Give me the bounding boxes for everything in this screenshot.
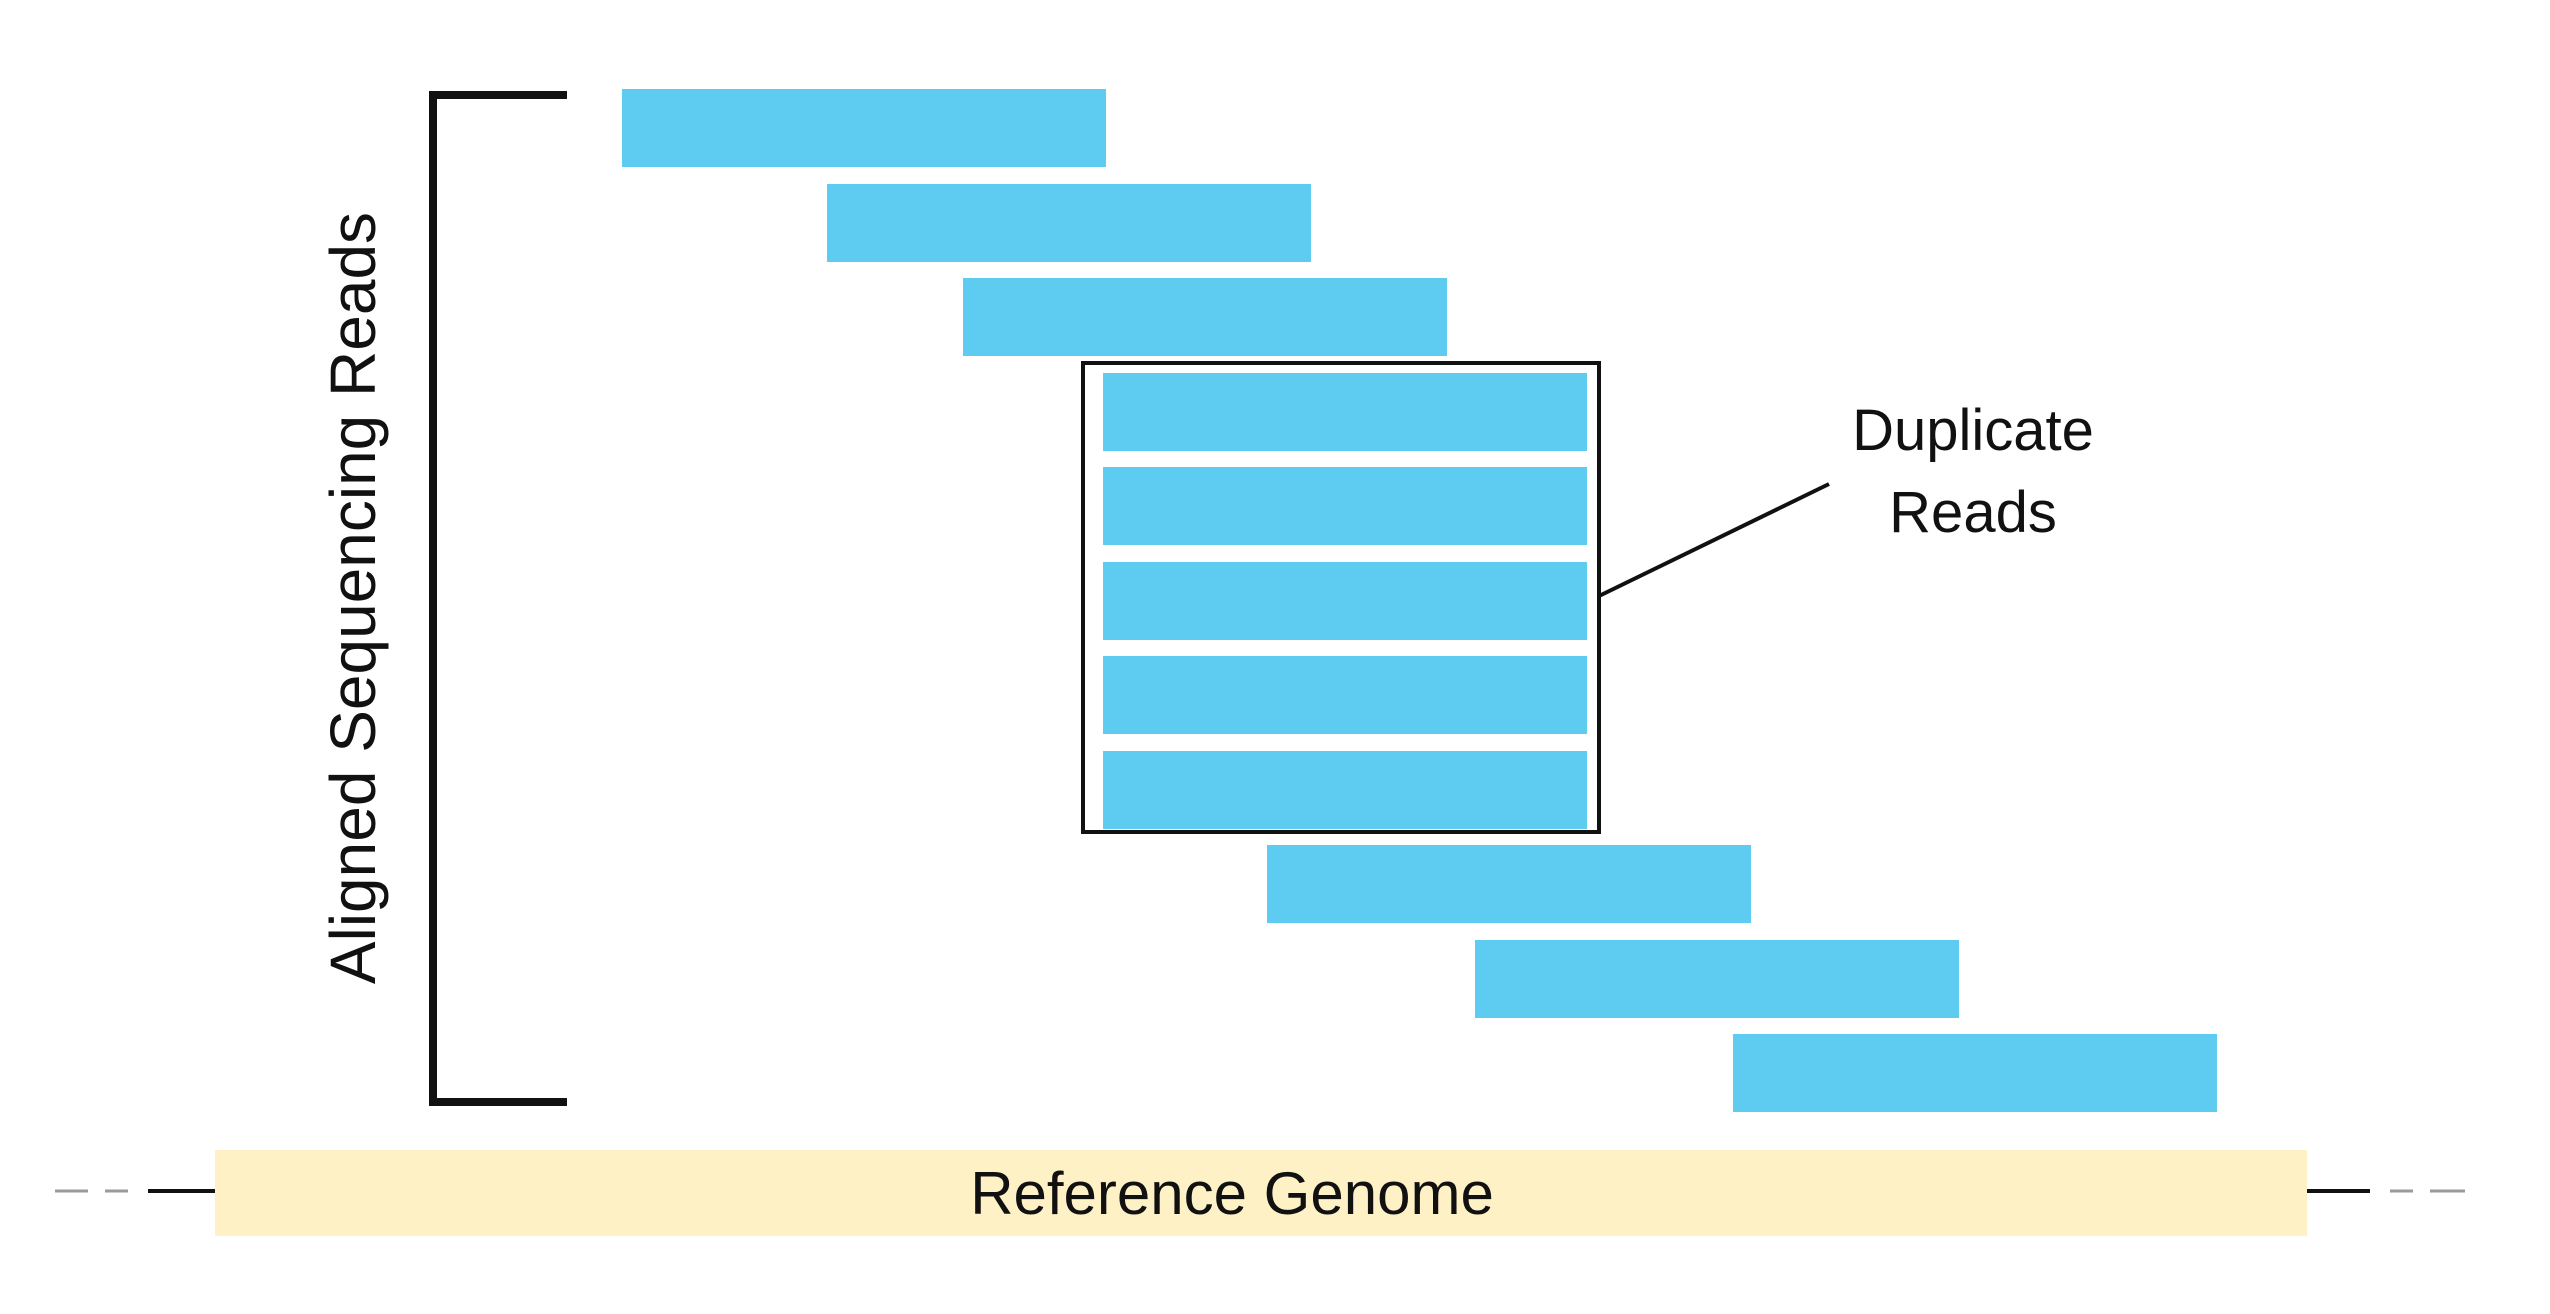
reference-genome-bar — [215, 1150, 2307, 1236]
read-bar — [827, 184, 1311, 262]
duplicate-label-line1: Duplicate — [1852, 398, 2094, 463]
duplicate-read-bar — [1103, 562, 1587, 640]
reads-group — [622, 89, 2217, 1112]
read-bar — [963, 278, 1447, 356]
duplicate-read-bar — [1103, 656, 1587, 734]
reference-genome-label: Reference Genome — [970, 1160, 1494, 1227]
aligned-reads-label: Aligned Sequencing Reads — [317, 212, 389, 984]
read-bar — [1267, 845, 1751, 923]
duplicate-read-bar — [1103, 751, 1587, 829]
read-bar — [1733, 1034, 2217, 1112]
duplicate-reads-box — [1081, 361, 1601, 834]
duplicate-label-line2: Reads — [1889, 480, 2057, 545]
read-bar — [1475, 940, 1959, 1018]
read-bar — [622, 89, 1106, 167]
duplicate-callout-line — [1598, 482, 1830, 598]
duplicate-read-bar — [1103, 467, 1587, 545]
reads-bracket — [429, 91, 567, 1106]
duplicate-read-bar — [1103, 373, 1587, 451]
